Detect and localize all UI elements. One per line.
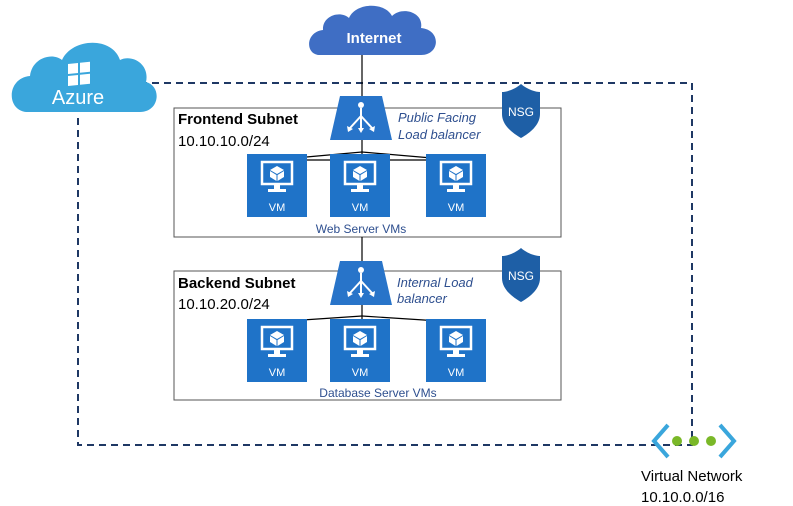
frontend-subnet-title: Frontend Subnet [178,111,298,128]
public-load-balancer-icon [330,96,392,140]
vm-label: VM [448,367,465,379]
internet-cloud: Internet [309,5,436,56]
azure-label: Azure [52,87,104,109]
vnet-name: Virtual Network [641,468,743,485]
vnet-cidr: 10.10.0.0/16 [641,489,724,506]
backend-vm-2: VM [330,319,390,382]
vm-monitor-icon [439,160,473,192]
virtual-network-icon [651,423,737,459]
vm-tiles: VM VM VM VM VM VM [247,154,486,382]
frontend-vm-2: VM [330,154,390,217]
vm-label: VM [269,202,286,214]
public-lb-label-line2: Load balancer [398,127,481,142]
azure-cloud: Azure [11,42,157,113]
frontend-nsg-shield-icon: NSG [502,84,540,138]
backend-nsg-label: NSG [508,269,534,283]
frontend-nsg-label: NSG [508,105,534,119]
frontend-subnet-cidr: 10.10.10.0/24 [178,133,270,150]
backend-vm-1: VM [247,319,307,382]
public-lb-label-line1: Public Facing [398,110,477,125]
internal-load-balancer-icon [330,261,392,305]
internet-label: Internet [346,30,401,47]
backend-subnet-title: Backend Subnet [178,275,296,292]
vm-monitor-icon [343,325,377,357]
web-server-vms-label: Web Server VMs [316,222,406,236]
vm-label: VM [448,202,465,214]
frontend-vm-3: VM [426,154,486,217]
vm-label: VM [269,367,286,379]
vm-monitor-icon [343,160,377,192]
backend-nsg-shield-icon: NSG [502,248,540,302]
backend-subnet-cidr: 10.10.20.0/24 [178,296,270,313]
vm-label: VM [352,367,369,379]
frontend-vm-1: VM [247,154,307,217]
vm-monitor-icon [260,160,294,192]
internal-lb-label-line1: Internal Load [397,275,474,290]
vm-monitor-icon [260,325,294,357]
backend-vm-3: VM [426,319,486,382]
vm-monitor-icon [439,325,473,357]
vm-label: VM [352,202,369,214]
database-server-vms-label: Database Server VMs [319,386,436,400]
internal-lb-label-line2: balancer [397,291,448,306]
windows-logo-icon [68,61,90,86]
